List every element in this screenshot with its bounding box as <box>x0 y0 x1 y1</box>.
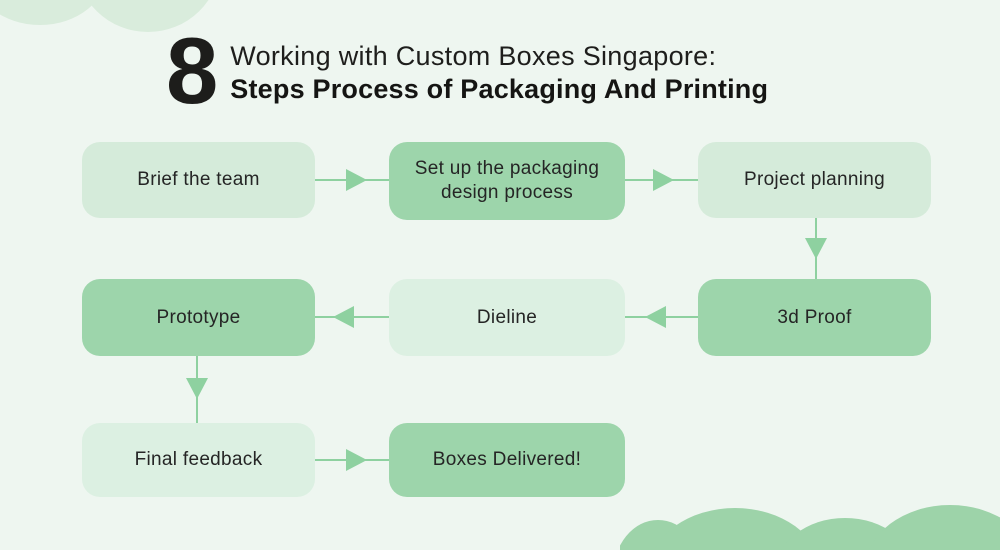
step-box-dieline: Dieline <box>389 279 625 356</box>
step-box-prototype: Prototype <box>82 279 315 356</box>
step-box-brief-the-team: Brief the team <box>82 142 315 218</box>
cloud-bottom-right-decoration <box>620 505 1000 550</box>
step-box-3d-proof: 3d Proof <box>698 279 931 356</box>
header: 8 Working with Custom Boxes Singapore: S… <box>166 18 768 123</box>
title-line-2: Steps Process of Packaging And Printing <box>230 74 769 104</box>
page-title: Working with Custom Boxes Singapore: Ste… <box>230 30 768 106</box>
step-box-boxes-delivered: Boxes Delivered! <box>389 423 625 497</box>
step-box-set-up-packaging-design-process: Set up the packaging design process <box>389 142 625 220</box>
step-box-project-planning: Project planning <box>698 142 931 218</box>
title-line-1: Working with Custom Boxes Singapore: <box>230 41 717 71</box>
step-count-number: 8 <box>166 18 218 123</box>
step-box-final-feedback: Final feedback <box>82 423 315 497</box>
